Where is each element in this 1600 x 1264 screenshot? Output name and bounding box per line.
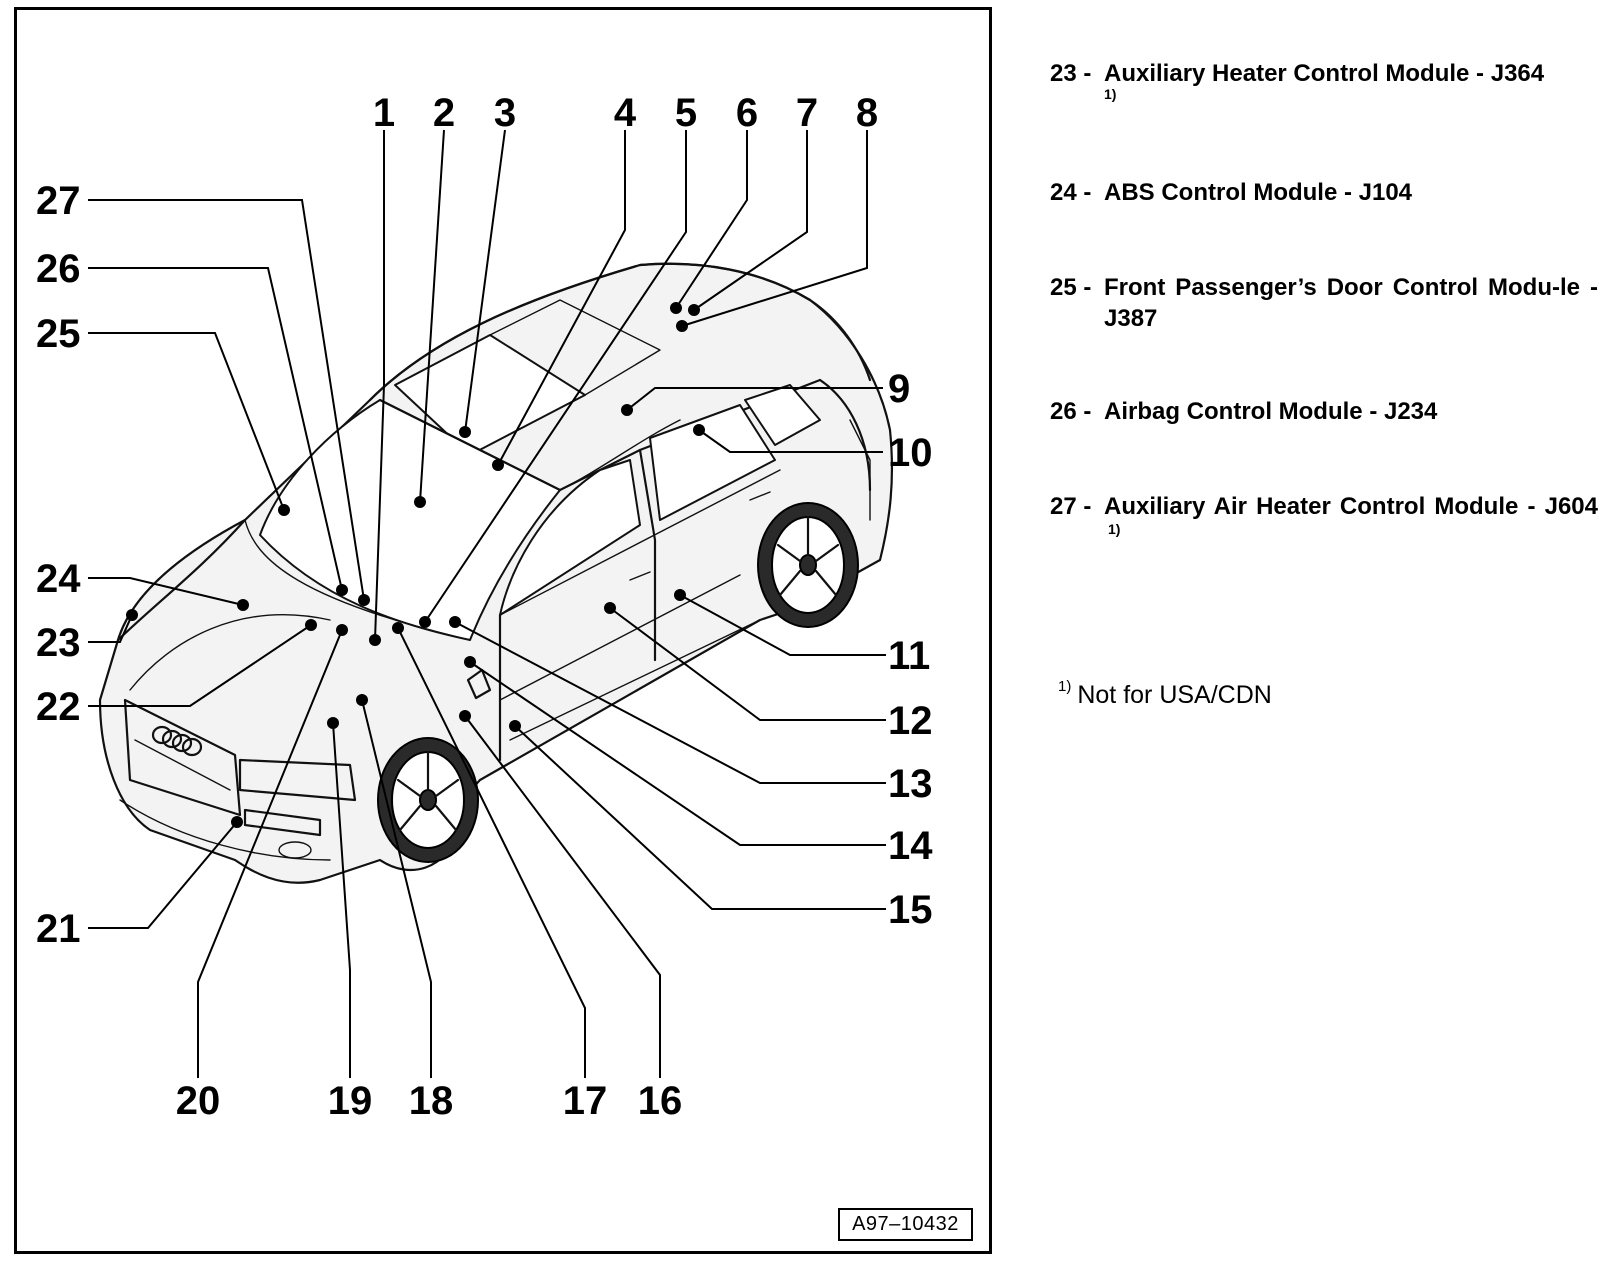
leader-lines [88,129,886,1078]
marker-7 [688,304,700,316]
callout-16: 16 [638,1079,683,1123]
marker-5 [419,616,431,628]
marker-18 [356,694,368,706]
legend-item-23: 23 - Auxiliary Heater Control Module - J… [1050,58,1598,101]
legend-item-label: Front Passenger’s Door Control Modu-le -… [1104,274,1598,332]
legend-item-27: 27 - Auxiliary Air Heater Control Module… [1050,491,1598,553]
callout-24: 24 [36,557,81,601]
marker-25 [278,504,290,516]
callout-10: 10 [888,431,933,475]
figure-id-label: A97–10432 [838,1208,973,1241]
marker-12 [604,602,616,614]
callout-3: 3 [494,91,516,135]
marker-11 [674,589,686,601]
marker-20 [336,624,348,636]
callout-13: 13 [888,762,933,806]
marker-6 [670,302,682,314]
callout-25: 25 [36,312,81,356]
callout-4: 4 [614,91,637,135]
legend-item-label: Auxiliary Heater Control Module - J364 [1104,60,1545,87]
callout-18: 18 [409,1079,454,1123]
marker-4 [492,459,504,471]
callout-22: 22 [36,685,81,729]
callout-23: 23 [36,621,81,665]
front-wheel [377,737,479,863]
callout-19: 19 [328,1079,373,1123]
callout-15: 15 [888,888,933,932]
callout-27: 27 [36,179,81,223]
marker-19 [327,717,339,729]
legend-item-label: ABS Control Module - J104 [1104,179,1413,206]
marker-8 [676,320,688,332]
legend-item-number: 25 - [1050,274,1092,301]
legend-item-25: 25 - Front Passenger’s Door Control Modu… [1050,272,1598,334]
callout-26: 26 [36,247,81,291]
marker-17 [392,622,404,634]
footnote: 1) Not for USA/CDN [1058,678,1272,710]
marker-10 [693,424,705,436]
callout-20: 20 [176,1079,221,1123]
callout-9: 9 [888,367,910,411]
legend: 23 - Auxiliary Heater Control Module - J… [1050,58,1598,553]
marker-2 [414,496,426,508]
callout-numbers: 1 2 3 4 5 6 7 8 9 10 11 12 13 14 15 16 1… [36,91,933,1123]
marker-26 [336,584,348,596]
footnote-text: Not for USA/CDN [1077,681,1272,709]
callout-markers [126,302,705,828]
callout-2: 2 [433,91,455,135]
marker-14 [464,656,476,668]
legend-item-note: 1) [1108,521,1121,537]
marker-27 [358,594,370,606]
marker-24 [237,599,249,611]
legend-item-24: 24 - ABS Control Module - J104 [1050,177,1598,208]
marker-22 [305,619,317,631]
legend-item-number: 24 - [1050,179,1092,206]
callout-5: 5 [675,91,697,135]
legend-item-26: 26 - Airbag Control Module - J234 [1050,396,1598,427]
vehicle-diagram: 1 2 3 4 5 6 7 8 9 10 11 12 13 14 15 16 1… [36,91,933,1123]
marker-3 [459,426,471,438]
marker-16 [459,710,471,722]
callout-17: 17 [563,1079,608,1123]
marker-15 [509,720,521,732]
callout-1: 1 [373,91,395,135]
legend-item-label: Auxiliary Air Heater Control Module - J6… [1104,493,1598,520]
marker-9 [621,404,633,416]
footnote-mark: 1) [1058,678,1072,695]
callout-6: 6 [736,91,758,135]
callout-21: 21 [36,907,81,951]
legend-item-note: 1) [1104,86,1117,102]
callout-7: 7 [796,91,818,135]
marker-21 [231,816,243,828]
callout-11: 11 [888,634,930,678]
rear-wheel [757,502,859,628]
marker-13 [449,616,461,628]
callout-14: 14 [888,824,933,868]
legend-item-number: 26 - [1050,398,1092,425]
callout-12: 12 [888,699,933,743]
legend-item-number: 23 - [1050,60,1092,87]
car-illustration [98,262,894,884]
callout-8: 8 [856,91,878,135]
marker-23 [126,609,138,621]
legend-item-number: 27 - [1050,493,1092,520]
marker-1 [369,634,381,646]
legend-item-label: Airbag Control Module - J234 [1104,398,1438,425]
audi-rings-icon [151,725,203,757]
